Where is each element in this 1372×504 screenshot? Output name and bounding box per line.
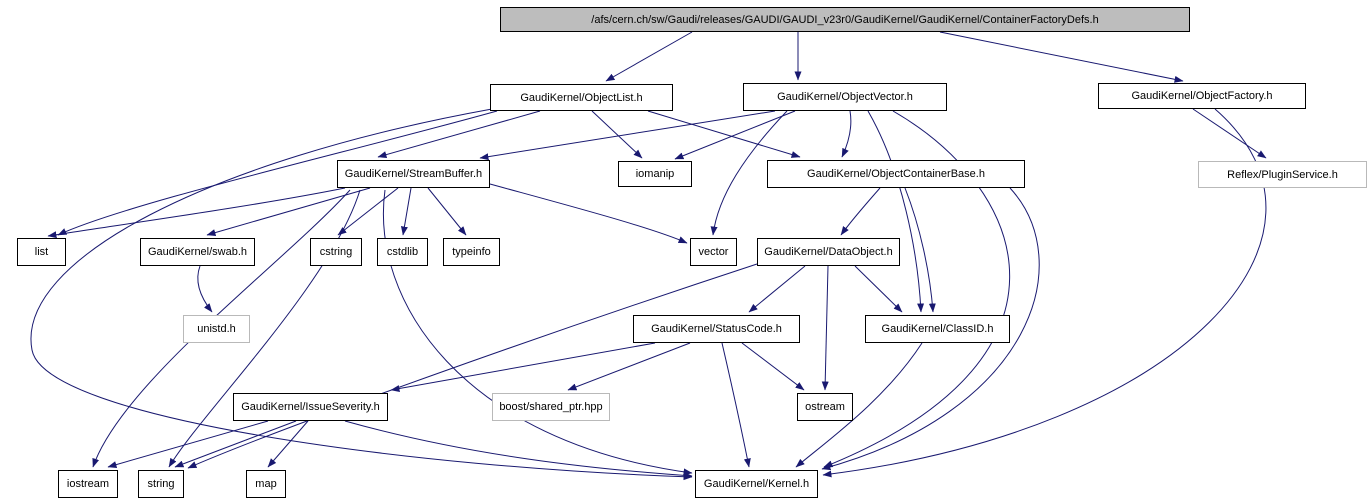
node-ostream: ostream	[797, 393, 853, 421]
node-swab[interactable]: GaudiKernel/swab.h	[140, 238, 255, 266]
node-object-list[interactable]: GaudiKernel/ObjectList.h	[490, 84, 673, 111]
edge-object-vector-to-vector	[710, 110, 788, 236]
edge-root-to-object-factory	[939, 31, 1184, 83]
edge-object-vector-to-object-container-base	[841, 110, 852, 158]
node-iostream: iostream	[58, 470, 118, 498]
edge-stream-buffer-to-vector	[489, 183, 688, 244]
edge-stream-buffer-to-typeinfo	[427, 187, 467, 236]
edge-issue-severity-to-iostream	[107, 420, 269, 469]
node-object-vector[interactable]: GaudiKernel/ObjectVector.h	[743, 83, 947, 111]
node-data-object[interactable]: GaudiKernel/DataObject.h	[757, 238, 900, 266]
edge-object-list-to-stream-buffer	[377, 110, 541, 159]
node-vector: vector	[690, 238, 737, 266]
node-map: map	[246, 470, 286, 498]
edge-object-vector-to-kernel	[823, 110, 1011, 468]
edge-root-to-object-list	[605, 31, 693, 82]
edge-status-code-to-kernel	[721, 342, 751, 468]
edge-data-object-to-class-id	[854, 265, 903, 313]
edge-stream-buffer-to-cstring	[337, 187, 399, 236]
edge-object-list-to-list	[57, 110, 498, 236]
node-class-id[interactable]: GaudiKernel/ClassID.h	[865, 315, 1010, 343]
edge-stream-buffer-to-list	[47, 187, 346, 239]
node-kernel[interactable]: GaudiKernel/Kernel.h	[695, 470, 818, 498]
edge-object-list-to-kernel	[30, 108, 693, 481]
edge-object-vector-to-iomanip	[674, 110, 796, 160]
edge-class-id-to-kernel	[795, 342, 923, 468]
edge-data-object-to-string	[187, 263, 758, 469]
node-cstring: cstring	[310, 238, 362, 266]
edge-stream-buffer-to-cstdlib	[400, 187, 412, 236]
edge-object-list-to-iomanip	[591, 110, 643, 159]
edge-status-code-to-issue-severity	[390, 342, 656, 392]
node-typeinfo: typeinfo	[443, 238, 500, 266]
edge-issue-severity-to-string	[174, 420, 297, 468]
node-string: string	[138, 470, 184, 498]
edge-status-code-to-boost-shared-ptr	[567, 342, 691, 391]
edge-object-vector-to-stream-buffer	[479, 110, 776, 161]
edge-object-factory-to-reflex	[1192, 108, 1267, 159]
edge-swab-to-unistd	[197, 265, 213, 313]
edge-issue-severity-to-map	[267, 420, 309, 468]
node-status-code[interactable]: GaudiKernel/StatusCode.h	[633, 315, 800, 343]
edge-issue-severity-to-kernel	[344, 420, 693, 479]
edge-status-code-to-ostream	[741, 342, 805, 391]
node-reflex-plugin-service: Reflex/PluginService.h	[1198, 161, 1367, 188]
node-stream-buffer[interactable]: GaudiKernel/StreamBuffer.h	[337, 160, 490, 188]
node-object-container-base[interactable]: GaudiKernel/ObjectContainerBase.h	[767, 160, 1025, 188]
edge-stream-buffer-to-string	[168, 189, 361, 468]
edge-data-object-to-ostream	[821, 265, 829, 391]
node-cstdlib: cstdlib	[377, 238, 428, 266]
node-boost-shared-ptr: boost/shared_ptr.hpp	[492, 393, 610, 421]
edge-object-container-base-to-class-id	[904, 187, 936, 313]
node-list: list	[17, 238, 66, 266]
node-unistd: unistd.h	[183, 315, 250, 343]
edge-object-container-base-to-kernel	[821, 187, 1040, 471]
node-issue-severity[interactable]: GaudiKernel/IssueSeverity.h	[233, 393, 388, 421]
node-object-factory[interactable]: GaudiKernel/ObjectFactory.h	[1098, 83, 1306, 109]
edge-object-list-to-object-container-base	[647, 110, 801, 158]
node-iomanip: iomanip	[618, 161, 692, 187]
edge-stream-buffer-to-kernel	[383, 189, 693, 476]
edge-data-object-to-status-code	[748, 265, 806, 313]
edge-stream-buffer-to-swab	[206, 187, 371, 237]
edge-object-container-base-to-data-object	[840, 187, 881, 236]
edge-object-vector-to-class-id	[867, 110, 925, 313]
node-container-factory-defs: /afs/cern.ch/sw/Gaudi/releases/GAUDI/GAU…	[500, 7, 1190, 32]
